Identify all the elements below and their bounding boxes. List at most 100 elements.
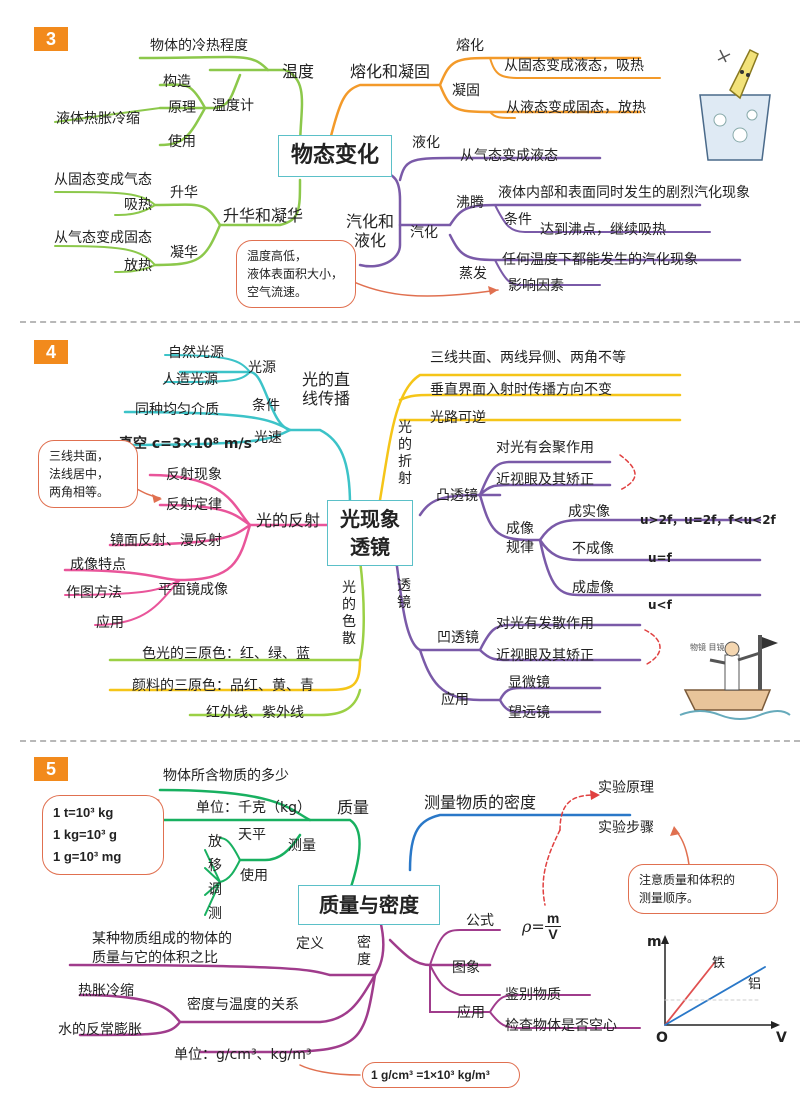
melt-node: 熔化 [456, 38, 484, 54]
step-adjust: 调 [208, 882, 222, 898]
lens-apply-node: 应用 [441, 692, 469, 708]
section-divider [20, 740, 800, 742]
center-line: 光现象 [340, 507, 400, 531]
formula-rho: ρ= [522, 917, 545, 936]
straight-propagation: 光的直 线传播 [302, 370, 362, 408]
evaporation-desc: 任何温度下都能发生的汽化现象 [502, 252, 698, 268]
liquefaction-node: 液化 [412, 135, 440, 151]
center-topic: 质量与密度 [298, 885, 440, 925]
convex-a: 对光有会聚作用 [496, 440, 594, 456]
density-graph [661, 935, 780, 1029]
condition-node: 条件 [504, 212, 532, 228]
temperature-node: 温度 [282, 62, 315, 81]
definition-line: 质量与它的体积之比 [92, 950, 218, 966]
plane-apply: 应用 [96, 615, 124, 631]
microscope: 显微镜 [508, 675, 550, 691]
mass-unit: 单位：千克（kg） [196, 800, 311, 816]
rule-line: 成像 [506, 521, 534, 537]
formula-numerator: m [544, 910, 562, 927]
note-line: 测量顺序。 [639, 891, 700, 905]
step-place: 放 [208, 834, 222, 850]
telescope-boat-illustration [679, 635, 791, 720]
principle-desc: 液体热胀冷缩 [56, 111, 140, 127]
liquefaction-desc: 从气态变成液态 [460, 148, 558, 164]
no-image-cond: u=f [648, 551, 672, 565]
note-line: 空气流速。 [247, 285, 308, 299]
plane-mirror-node: 平面镜成像 [158, 582, 228, 598]
lens-node: 透镜 [397, 578, 411, 611]
note-line: 液体表面积大小， [247, 267, 344, 281]
melt-desc: 从固态变成液态，吸热 [504, 58, 644, 74]
dispersion-b: 颜料的三原色：品红、黄、青 [132, 678, 314, 694]
center-line: 透镜 [350, 535, 390, 559]
real-image-cond: u>2f，u=2f，f<u<2f [640, 513, 776, 527]
picture-label-b: 目镜 [708, 643, 725, 652]
vaporization-node: 汽化 [410, 225, 438, 241]
group-line: 液化 [353, 231, 386, 250]
experiment-steps: 实验步骤 [598, 820, 654, 836]
center-topic: 物态变化 [278, 135, 392, 177]
reflection-phenomenon: 反射现象 [166, 467, 222, 483]
dispersion-c: 红外线、紫外线 [206, 705, 304, 721]
vaporization-group: 汽化和 液化 [340, 212, 400, 250]
group-line: 线传播 [302, 389, 351, 408]
note-line: 注意质量和体积的 [639, 873, 736, 887]
group-line: 汽化和 [345, 212, 394, 231]
no-image: 不成像 [572, 541, 614, 557]
factors-node: 影响因素 [508, 278, 564, 294]
boiling-desc: 液体内部和表面同时发生的剧烈汽化现象 [498, 185, 750, 201]
artificial-light: 人造光源 [162, 372, 218, 388]
evaporation-note: 温度高低， 液体表面积大小， 空气流速。 [236, 240, 356, 308]
formula-node: 公式 [466, 913, 494, 929]
section-divider [20, 321, 800, 323]
dispersion-a: 色光的三原色：红、绿、蓝 [142, 646, 310, 662]
concave-node: 凹透镜 [437, 630, 479, 646]
thermo-principle: 原理 [168, 100, 196, 116]
picture-label-a: 物镜 [690, 643, 706, 652]
sublimation-node: 升华 [170, 185, 198, 201]
section-number: 5 [34, 757, 68, 781]
section-number: 3 [34, 27, 68, 51]
natural-light: 自然光源 [168, 345, 224, 361]
real-image: 成实像 [568, 504, 610, 520]
desublimation-desc-a: 从气态变成固态 [54, 230, 152, 246]
measure-node: 测量 [288, 838, 316, 854]
unit-line: 1 kg=10³ g [53, 827, 117, 842]
graph-origin: O [656, 1030, 668, 1046]
mass-node: 质量 [337, 798, 370, 817]
note-line: 法线居中， [49, 467, 110, 481]
density-definition: 某种物质组成的物体的 质量与它的体积之比 [92, 930, 232, 968]
graph-aluminum-label: 铝 [748, 977, 762, 992]
light-speed-node: 光速 [254, 430, 282, 446]
measurement-order-note: 注意质量和体积的 测量顺序。 [628, 864, 778, 914]
evaporation-node: 蒸发 [459, 266, 487, 282]
condition-desc: 同种均匀介质 [135, 402, 219, 418]
desublimation-node: 凝华 [170, 245, 198, 261]
measure-density-node: 测量物质的密度 [424, 793, 537, 812]
freeze-node: 凝固 [452, 83, 480, 99]
density-node: 密度 [357, 935, 371, 968]
sublimation-desc-a: 从固态变成气态 [54, 172, 152, 188]
step-move: 移 [208, 858, 222, 874]
imaging-rule: 成像 规律 [506, 520, 534, 558]
formula-denominator: V [548, 926, 558, 942]
reflection-node: 光的反射 [256, 511, 321, 530]
specular-diffuse: 镜面反射、漫反射 [110, 533, 222, 549]
sublimation-desc-b: 吸热 [124, 197, 152, 213]
group-line: 光的直 [302, 370, 351, 389]
graph-iron-label: 铁 [712, 956, 726, 971]
water-anomaly: 水的反常膨胀 [58, 1022, 142, 1038]
refraction-node: 光的折射 [398, 420, 412, 487]
dispersion-node: 光的色散 [342, 580, 356, 647]
boiling-node: 沸腾 [456, 195, 484, 211]
density-temp-relation: 密度与温度的关系 [187, 997, 299, 1013]
rule-line: 规律 [506, 540, 534, 556]
concave-b: 近视眼及其矫正 [496, 648, 594, 664]
melt-group: 熔化和凝固 [350, 62, 431, 81]
graph-node: 图象 [452, 960, 480, 976]
thermo-construct: 构造 [163, 74, 191, 90]
telescope: 望远镜 [508, 705, 550, 721]
